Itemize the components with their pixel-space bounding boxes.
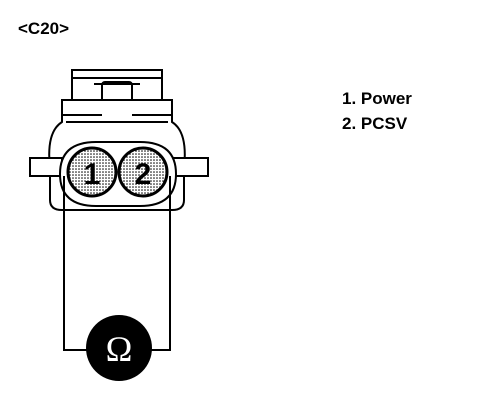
connector-right-rib [171, 157, 209, 177]
connector-id-label: <C20> [18, 19, 70, 38]
test-leads [63, 176, 171, 351]
ohmmeter-icon: Ω [86, 315, 152, 381]
pin-2-circle [117, 146, 169, 198]
test-lead-pin-2 [150, 176, 171, 351]
pin-1-circle [66, 146, 118, 198]
pin-1-number: 1 [84, 158, 101, 191]
connector-body [29, 69, 209, 211]
pin-2: 2 [117, 146, 169, 198]
test-lead-pin-1 [63, 176, 88, 351]
pin-2-number: 2 [135, 158, 152, 191]
connector-left-rib [29, 157, 63, 177]
pin-1: 1 [66, 146, 118, 198]
pin-legend-item-1: 1. Power [342, 89, 412, 108]
pin-legend-item-2: 2. PCSV [342, 113, 408, 133]
pin-legend: 1. Power 2. PCSV [342, 87, 412, 136]
ohmmeter-symbol: Ω [106, 329, 133, 369]
